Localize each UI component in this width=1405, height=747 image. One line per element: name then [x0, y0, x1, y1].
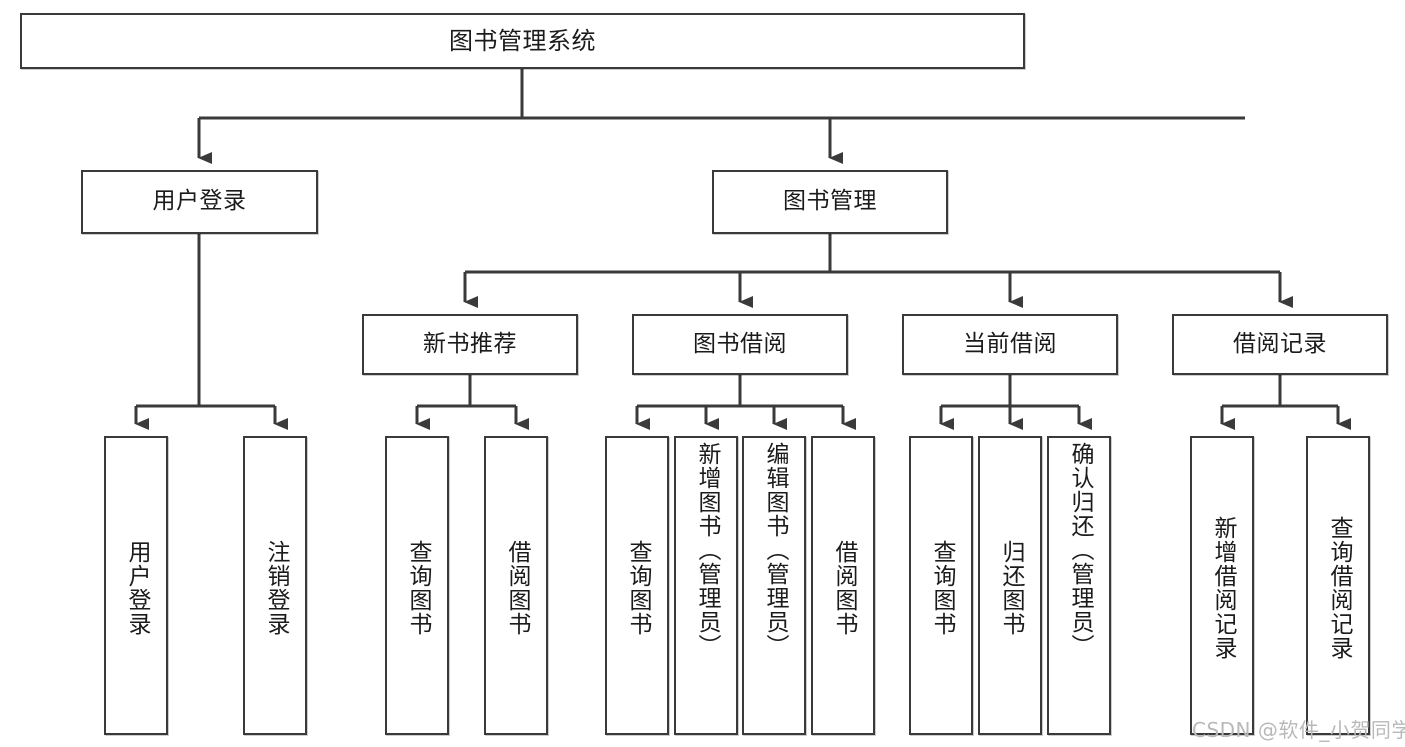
leaf-query-books-current[interactable]: 查询图书: [909, 436, 973, 735]
leaf-edit-book-admin[interactable]: 编辑图书（管理员）: [742, 436, 806, 735]
node-label: 图书管理: [783, 188, 877, 215]
node-label: 借阅图书: [830, 539, 857, 636]
node-new-book-recommendation[interactable]: 新书推荐: [362, 314, 578, 375]
node-current-borrowing[interactable]: 当前借阅: [902, 314, 1118, 375]
leaf-query-books-newbook[interactable]: 查询图书: [385, 436, 449, 735]
node-root-book-management-system[interactable]: 图书管理系统: [20, 13, 1025, 69]
leaf-query-books-borrow[interactable]: 查询图书: [605, 436, 669, 735]
leaf-add-book-admin[interactable]: 新增图书（管理员）: [674, 436, 738, 735]
node-book-management[interactable]: 图书管理: [712, 170, 948, 234]
node-borrowing-records[interactable]: 借阅记录: [1172, 314, 1388, 375]
node-label: 新增借阅记录: [1209, 515, 1236, 660]
leaf-borrow-books-newbook[interactable]: 借阅图书: [484, 436, 548, 735]
leaf-borrow-books[interactable]: 借阅图书: [811, 436, 875, 735]
node-label: 借阅记录: [1233, 330, 1327, 357]
node-label: 查询借阅记录: [1325, 515, 1352, 660]
node-label: 注销登录: [262, 539, 289, 636]
leaf-add-borrow-record[interactable]: 新增借阅记录: [1190, 436, 1254, 735]
node-label: 查询图书: [624, 539, 651, 636]
node-label: 确认归还（管理员）: [1066, 442, 1093, 658]
node-label: 借阅图书: [503, 539, 530, 636]
node-label: 查询图书: [928, 539, 955, 636]
csdn-watermark: CSDN @软件_小贺同学: [1192, 718, 1405, 742]
leaf-logout[interactable]: 注销登录: [243, 436, 307, 735]
node-label: 新书推荐: [423, 330, 517, 357]
node-user-login[interactable]: 用户登录: [81, 170, 318, 234]
leaf-confirm-return-admin[interactable]: 确认归还（管理员）: [1047, 436, 1111, 735]
leaf-return-books[interactable]: 归还图书: [978, 436, 1042, 735]
leaf-query-borrow-record[interactable]: 查询借阅记录: [1306, 436, 1370, 735]
leaf-user-login[interactable]: 用户登录: [104, 436, 168, 735]
node-label: 图书管理系统: [449, 26, 596, 55]
node-label: 编辑图书（管理员）: [761, 442, 788, 658]
node-label: 图书借阅: [693, 330, 787, 357]
node-book-borrowing[interactable]: 图书借阅: [632, 314, 848, 375]
node-label: 当前借阅: [963, 330, 1057, 357]
node-label: 查询图书: [404, 539, 431, 636]
node-label: 归还图书: [997, 539, 1024, 636]
node-label: 用户登录: [123, 539, 150, 636]
node-label: 用户登录: [152, 188, 247, 215]
node-label: 新增图书（管理员）: [693, 442, 720, 658]
